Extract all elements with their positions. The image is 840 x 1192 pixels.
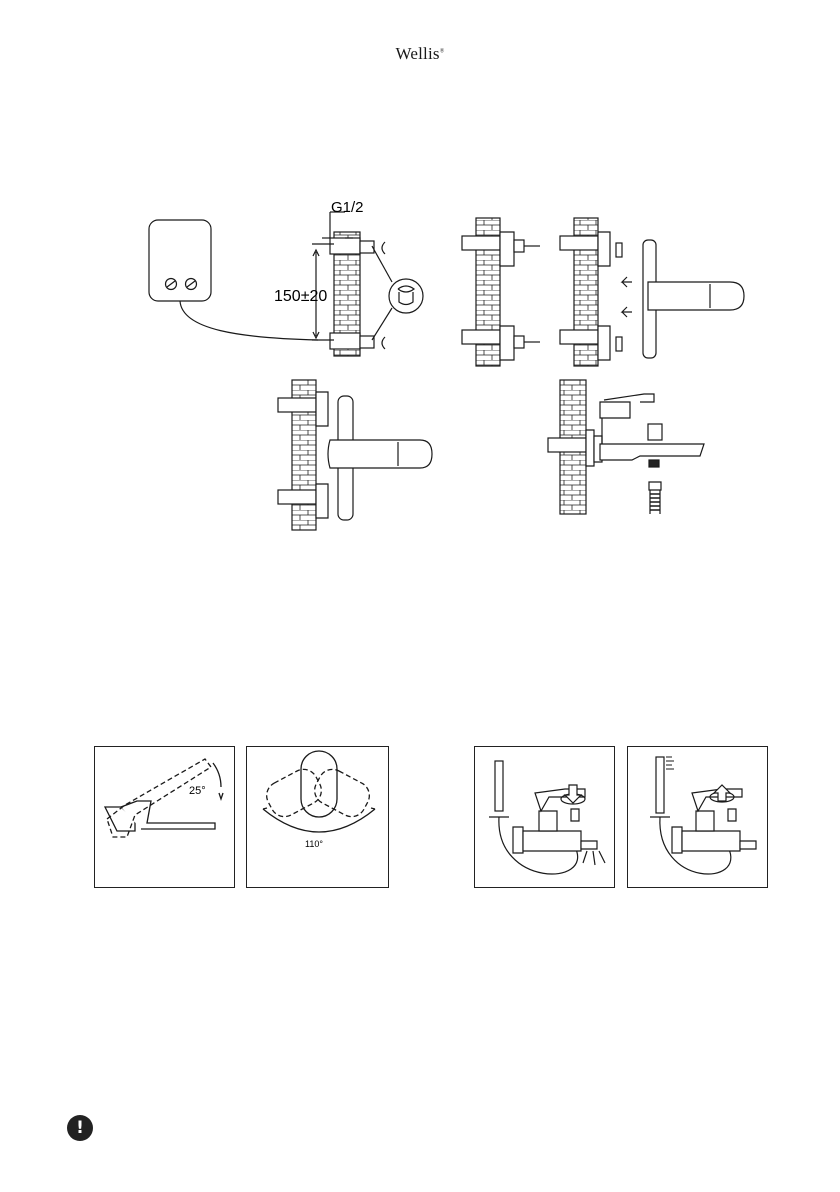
eccentric-connector-bottom	[360, 336, 374, 348]
mixer-lever-side	[600, 394, 654, 444]
tilt-angle-label: 25°	[189, 785, 206, 797]
warning-glyph: !	[76, 1118, 84, 1138]
spacing-dimension-label: 150±20	[274, 288, 327, 305]
bath-mode-diagram	[475, 747, 614, 887]
panel-bath-mode	[474, 746, 615, 888]
rotate-arrow-down-icon	[561, 785, 585, 804]
shower-mode-diagram	[628, 747, 767, 887]
rotate-arrow-up-icon	[710, 785, 734, 802]
panel-lever-swing: 110°	[246, 746, 389, 888]
panel-shower-mode	[627, 746, 768, 888]
lever-swing-diagram: 110°	[247, 747, 388, 887]
exclamation-circle-icon: !	[67, 1115, 93, 1141]
brand-registered-mark: ®	[440, 48, 445, 54]
teflon-tape-detail	[389, 279, 423, 313]
step2-connectors	[462, 218, 540, 366]
step5-side-view	[548, 380, 704, 514]
brand-logo: Wellis®	[0, 44, 840, 64]
push-arrow-icon	[622, 307, 632, 317]
push-arrow-icon	[622, 277, 632, 287]
swing-angle-label: 110°	[305, 839, 323, 849]
step4-mounted-body	[278, 380, 432, 530]
bath-spout	[600, 444, 704, 460]
step3-mount-mixer	[560, 218, 744, 366]
panel-lever-tilt: 25°	[94, 746, 235, 888]
brand-name: Wellis	[396, 44, 440, 63]
lever-tilt-diagram: 25°	[95, 747, 234, 887]
installation-diagram: G1/2 150±20	[0, 180, 840, 540]
water-heater-box	[149, 220, 211, 301]
diverter-knob	[648, 424, 662, 440]
thread-size-label: G1/2	[331, 199, 364, 216]
step1-wall-connection	[149, 212, 423, 356]
shower-handset	[656, 757, 664, 813]
supply-pipe	[180, 301, 318, 340]
